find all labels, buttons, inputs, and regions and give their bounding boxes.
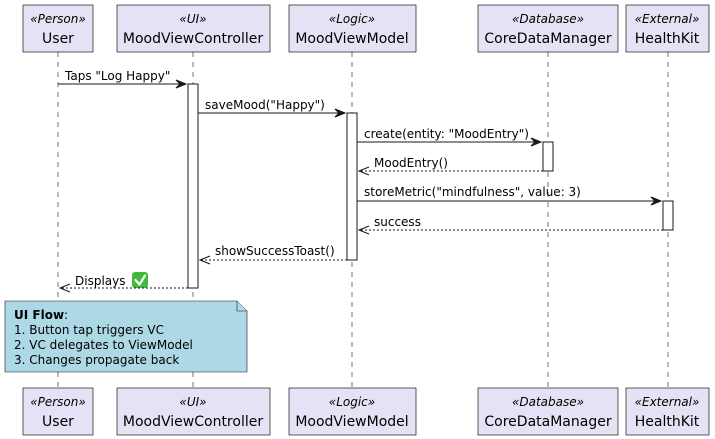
participant-user-bottom[interactable]: «Person» User: [22, 387, 94, 436]
open-arrowhead-icon: [58, 283, 71, 293]
participant-coredata[interactable]: «Database» CoreDataManager: [477, 4, 619, 53]
arrowhead-icon: [175, 79, 188, 89]
message-store-metric[interactable]: storeMetric("mindfulness", value: 3): [357, 185, 663, 206]
arrowhead-icon: [334, 108, 347, 118]
arrowhead-icon: [530, 137, 543, 147]
participant-viewmodel[interactable]: «Logic» MoodViewModel: [288, 4, 417, 53]
participant-viewmodel-bottom-name: MoodViewModel: [295, 414, 408, 430]
message-label: Displays: [75, 274, 125, 288]
participant-controller-bottom-stereotype: «UI»: [179, 395, 206, 409]
participant-coredata-stereotype: «Database»: [512, 12, 584, 26]
participant-user-bottom-stereotype: «Person»: [30, 395, 86, 409]
participant-coredata-bottom-stereotype: «Database»: [512, 395, 584, 409]
message-save-mood[interactable]: saveMood("Happy"): [198, 98, 347, 118]
note-line-3: 3. Changes propagate back: [14, 353, 179, 367]
note-line-2: 2. VC delegates to ViewModel: [14, 338, 193, 352]
participant-controller-name: MoodViewController: [123, 31, 263, 47]
participant-coredata-bottom-name: CoreDataManager: [484, 414, 611, 430]
participant-user-bottom-name: User: [42, 414, 74, 430]
participant-controller-stereotype: «UI»: [179, 12, 206, 26]
activations: [187, 83, 674, 289]
participant-healthkit-stereotype: «External»: [635, 12, 700, 26]
message-show-success-toast[interactable]: showSuccessToast(): [198, 244, 347, 265]
participant-coredata-name: CoreDataManager: [484, 31, 611, 47]
message-displays[interactable]: Displays: [58, 272, 188, 293]
message-label: showSuccessToast(): [215, 244, 335, 258]
message-create-entity[interactable]: create(entity: "MoodEntry"): [357, 127, 543, 147]
participants-top: «Person» User «UI» MoodViewController «L…: [22, 4, 710, 53]
participant-controller-bottom-name: MoodViewController: [123, 414, 263, 430]
note-title-suffix: :: [64, 308, 68, 322]
participant-viewmodel-bottom[interactable]: «Logic» MoodViewModel: [288, 387, 417, 436]
message-label: create(entity: "MoodEntry"): [364, 127, 529, 141]
message-label: MoodEntry(): [374, 156, 448, 170]
message-label: Taps "Log Happy": [64, 69, 170, 83]
note-fold-icon: [236, 301, 247, 312]
note-title: UI Flow:: [14, 308, 68, 322]
messages: Taps "Log Happy" saveMood("Happy") creat…: [58, 69, 663, 293]
participant-coredata-bottom[interactable]: «Database» CoreDataManager: [477, 387, 619, 436]
participant-controller-bottom[interactable]: «UI» MoodViewController: [116, 387, 271, 436]
arrowhead-icon: [650, 196, 663, 206]
participant-healthkit-name: HealthKit: [635, 31, 700, 47]
open-arrowhead-icon: [357, 225, 370, 235]
participant-healthkit-bottom[interactable]: «External» HealthKit: [625, 387, 710, 436]
participant-viewmodel-name: MoodViewModel: [295, 31, 408, 47]
participant-user[interactable]: «Person» User: [22, 4, 94, 53]
message-label: storeMetric("mindfulness", value: 3): [364, 185, 581, 199]
participant-healthkit-bottom-name: HealthKit: [635, 414, 700, 430]
message-label: saveMood("Happy"): [205, 98, 325, 112]
note-title-text: UI Flow: [14, 308, 64, 322]
message-taps-log-happy[interactable]: Taps "Log Happy": [58, 69, 188, 89]
participant-viewmodel-bottom-stereotype: «Logic»: [329, 395, 375, 409]
participant-user-stereotype: «Person»: [30, 12, 86, 26]
note-ui-flow: UI Flow: 1. Button tap triggers VC 2. VC…: [4, 300, 248, 373]
participant-healthkit[interactable]: «External» HealthKit: [625, 4, 710, 53]
activation-healthkit: [662, 200, 674, 231]
message-success-return[interactable]: success: [357, 215, 663, 235]
participant-user-name: User: [42, 31, 74, 47]
participant-viewmodel-stereotype: «Logic»: [329, 12, 375, 26]
message-moodentry-return[interactable]: MoodEntry(): [357, 156, 543, 176]
activation-controller: [187, 83, 199, 289]
check-mark-icon: [132, 272, 148, 288]
participant-controller[interactable]: «UI» MoodViewController: [116, 4, 271, 53]
activation-coredata: [542, 141, 554, 172]
open-arrowhead-icon: [198, 255, 211, 265]
open-arrowhead-icon: [357, 166, 370, 176]
note-line-1: 1. Button tap triggers VC: [14, 323, 164, 337]
activation-viewmodel: [346, 112, 358, 261]
participant-healthkit-bottom-stereotype: «External»: [635, 395, 700, 409]
participants-bottom: «Person» User «UI» MoodViewController «L…: [22, 387, 710, 436]
message-label: success: [374, 215, 421, 229]
